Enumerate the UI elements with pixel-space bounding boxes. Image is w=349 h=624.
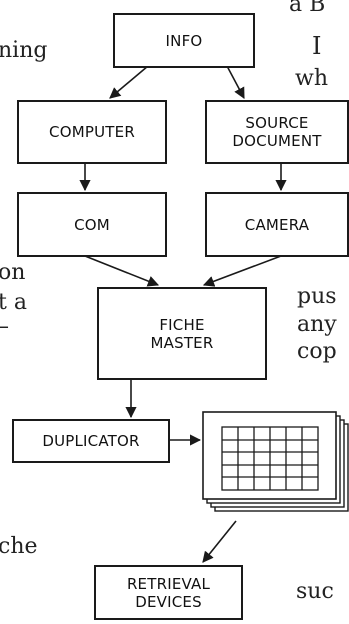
retrieval-devices-label-line1: RETRIEVAL: [127, 575, 210, 593]
source-document-label-line1: SOURCE: [245, 114, 308, 132]
fiche-master-label-line2: MASTER: [151, 334, 214, 352]
fiche-master-label-line1: FICHE: [159, 316, 204, 334]
duplicator-label: DUPLICATOR: [42, 432, 139, 450]
arrow-info-to-computer: [110, 66, 148, 98]
retrieval-devices-box: RETRIEVAL DEVICES: [94, 565, 243, 620]
com-box: COM: [17, 192, 167, 257]
microfiche-stack-icon: [203, 412, 348, 511]
arrow-info-to-source-document: [227, 66, 244, 98]
retrieval-devices-label-line2: DEVICES: [135, 593, 202, 611]
fiche-master-box: FICHE MASTER: [97, 287, 267, 380]
arrow-camera-to-fiche-master: [204, 256, 281, 285]
source-document-label-line2: DOCUMENT: [232, 132, 321, 150]
source-document-box: SOURCE DOCUMENT: [205, 100, 349, 164]
computer-label: COMPUTER: [49, 123, 135, 141]
info-box: INFO: [113, 13, 255, 68]
arrow-com-to-fiche-master: [85, 256, 158, 285]
computer-box: COMPUTER: [17, 100, 167, 164]
arrow-fiche-copies-to-retrieval: [203, 521, 236, 562]
info-label: INFO: [166, 32, 203, 50]
com-label: COM: [74, 216, 110, 234]
camera-box: CAMERA: [205, 192, 349, 257]
duplicator-box: DUPLICATOR: [12, 419, 170, 463]
camera-label: CAMERA: [245, 216, 309, 234]
